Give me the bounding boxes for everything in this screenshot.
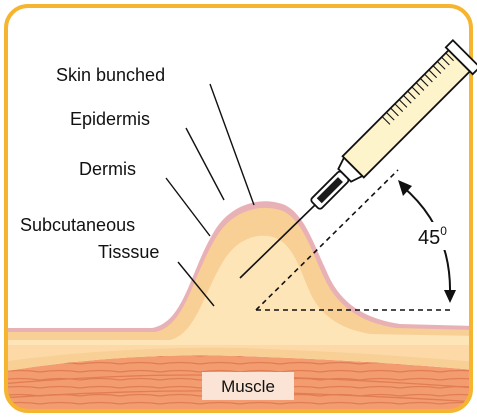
epidermis-label: Epidermis	[70, 109, 150, 129]
skin-bunched-label: Skin bunched	[56, 65, 165, 85]
dermis-label: Dermis	[79, 159, 136, 179]
muscle-label: Muscle	[221, 377, 275, 396]
subcutaneous-label: Subcutaneous	[20, 215, 135, 235]
tissue-label: Tisssue	[98, 242, 159, 262]
